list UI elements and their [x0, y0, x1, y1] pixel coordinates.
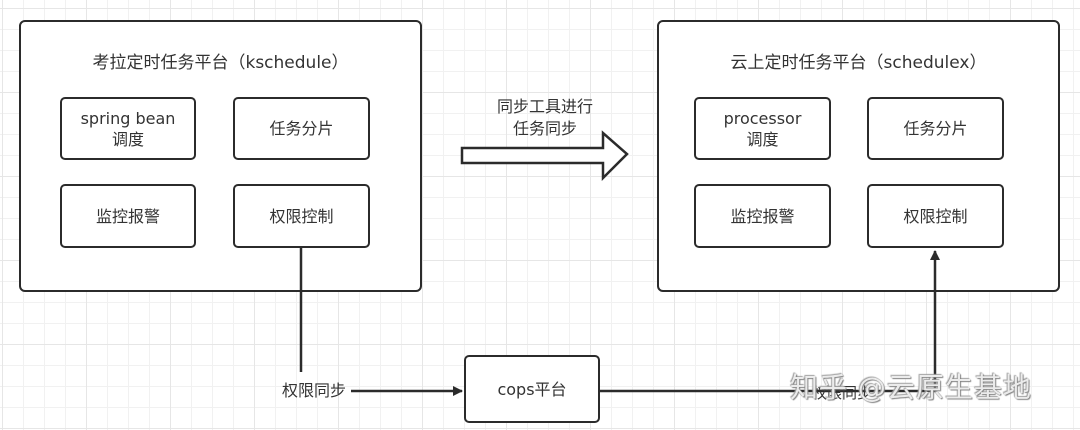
- kschedule-task-sharding[interactable]: 任务分片: [233, 97, 370, 160]
- left-permission-sync-label: 权限同步: [281, 381, 346, 400]
- cops-platform-node[interactable]: cops平台: [464, 355, 600, 423]
- schedulex-platform-title: 云上定时任务平台（schedulex）: [730, 53, 987, 73]
- task-sync-arrow-label: 同步工具进行 任务同步: [496, 97, 593, 138]
- kschedule-platform-title: 考拉定时任务平台（kschedule）: [92, 53, 349, 73]
- right-permission-sync-label: 权限同步: [811, 384, 872, 402]
- kschedule-monitoring-alerts[interactable]: 监控报警: [60, 184, 196, 248]
- schedulex-monitoring-alerts[interactable]: 监控报警: [694, 184, 831, 248]
- schedulex-processor-scheduling[interactable]: processor 调度: [694, 97, 831, 160]
- schedulex-task-sharding[interactable]: 任务分片: [867, 97, 1004, 160]
- zhihu-watermark: 知乎 @云原生基地: [790, 371, 1032, 404]
- schedulex-permission-control[interactable]: 权限控制: [867, 184, 1004, 248]
- kschedule-permission-control[interactable]: 权限控制: [233, 184, 370, 248]
- kschedule-spring-bean-scheduling[interactable]: spring bean 调度: [60, 97, 196, 160]
